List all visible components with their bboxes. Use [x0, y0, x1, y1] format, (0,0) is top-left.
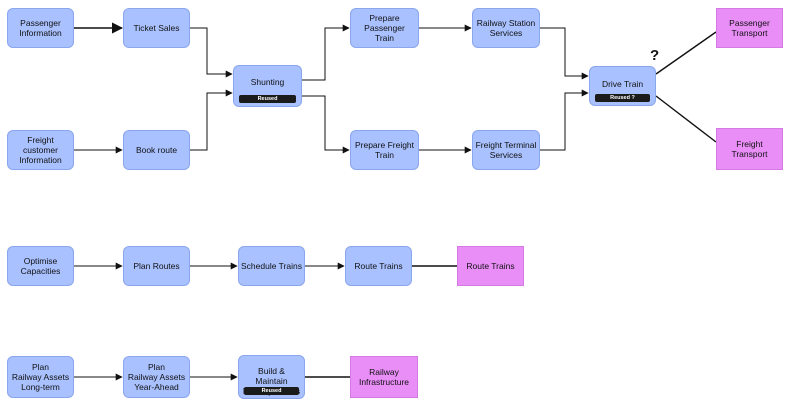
node-label: Freight Transport	[731, 139, 768, 159]
node-label: Prepare Freight Train	[354, 140, 415, 160]
node-label: Book route	[135, 145, 178, 155]
node-label: Route Trains	[354, 261, 403, 271]
node-label: Prepare Passenger Train	[364, 13, 405, 43]
outcome-route-trains[interactable]: Route Trains	[457, 246, 524, 286]
node-label: Plan Railway Assets Year-Ahead	[127, 362, 186, 392]
node-label: Ticket Sales	[133, 23, 180, 33]
node-label: Railway Infrastructure	[358, 367, 410, 387]
node-label: Passenger Transport	[729, 18, 770, 38]
edge-drive-train-to-passenger-transport	[655, 31, 717, 75]
node-label: Freight customer Information	[19, 135, 62, 165]
node-plan-routes[interactable]: Plan Routes	[123, 246, 190, 286]
reused-badge: Reused	[244, 387, 299, 395]
edge-shunting-to-prepare-freight	[302, 95, 350, 154]
node-prepare-freight-train[interactable]: Prepare Freight Train	[350, 130, 419, 170]
node-freight-customer-information[interactable]: Freight customer Information	[7, 130, 74, 170]
edge-terminal-services-to-drive-train	[540, 89, 589, 151]
node-label: Drive Train	[601, 79, 644, 89]
edge-book-route-to-shunting	[190, 89, 233, 151]
node-drive-train[interactable]: Drive Train Reused ?	[589, 66, 656, 106]
node-optimise-capacities[interactable]: Optimise Capacities	[7, 246, 74, 286]
node-label: Shunting	[250, 77, 285, 87]
node-shunting[interactable]: Shunting Reused	[233, 65, 302, 107]
node-book-route[interactable]: Book route	[123, 130, 190, 170]
node-passenger-information[interactable]: Passenger Information	[7, 8, 74, 48]
node-freight-terminal-services[interactable]: Freight Terminal Services	[472, 130, 540, 170]
node-ticket-sales[interactable]: Ticket Sales	[123, 8, 190, 48]
node-label: Schedule Trains	[241, 261, 302, 271]
node-label: Plan Railway Assets Long-term	[11, 362, 70, 392]
node-prepare-passenger-train[interactable]: Prepare Passenger Train	[350, 8, 419, 48]
node-schedule-trains[interactable]: Schedule Trains	[238, 246, 305, 286]
edge-drive-train-to-freight-transport	[655, 95, 717, 143]
node-label: Route Trains	[466, 261, 515, 271]
outcome-freight-transport[interactable]: Freight Transport	[716, 128, 783, 170]
node-label: Freight Terminal Services	[475, 140, 537, 160]
node-label: Passenger Information	[19, 18, 62, 38]
node-plan-assets-year-ahead[interactable]: Plan Railway Assets Year-Ahead	[123, 356, 190, 398]
node-build-maintain-assets[interactable]: Build & Maintain Railway Assets Reused	[238, 355, 305, 399]
node-route-trains[interactable]: Route Trains	[345, 246, 412, 286]
reused-badge: Reused	[239, 95, 296, 103]
node-railway-station-services[interactable]: Railway Station Services	[472, 8, 540, 48]
node-plan-assets-long-term[interactable]: Plan Railway Assets Long-term	[7, 356, 74, 398]
node-label: Plan Routes	[133, 261, 180, 271]
reused-badge: Reused ?	[595, 94, 650, 102]
node-label: Railway Station Services	[476, 18, 536, 38]
outcome-railway-infrastructure[interactable]: Railway Infrastructure	[350, 356, 418, 398]
edge-station-services-to-drive-train	[540, 27, 589, 80]
question-mark-annotation: ?	[650, 47, 660, 64]
node-label: Optimise Capacities	[20, 256, 61, 276]
edge-shunting-to-prepare-passenger	[302, 24, 350, 81]
edge-ticket-sales-to-shunting	[190, 27, 233, 78]
outcome-passenger-transport[interactable]: Passenger Transport	[716, 8, 783, 48]
